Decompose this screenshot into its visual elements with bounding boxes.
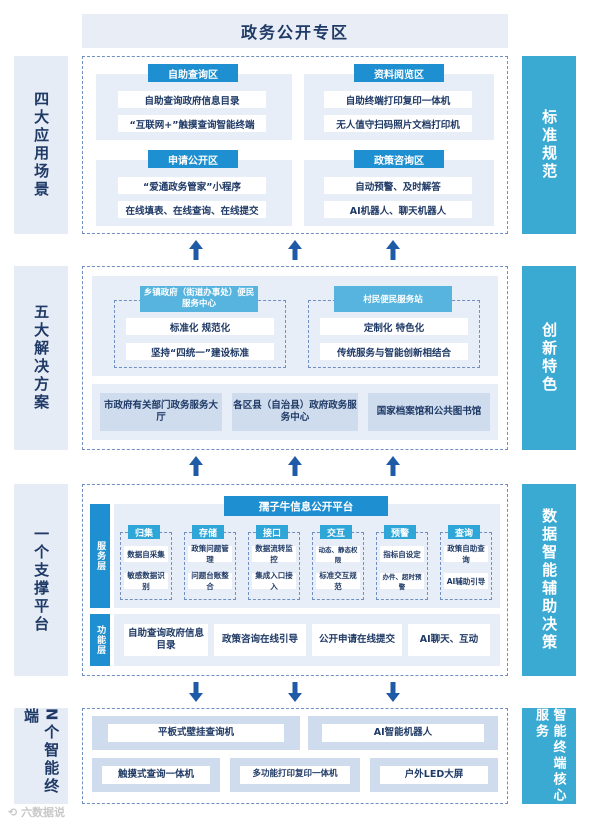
arrow-down-icon <box>288 682 302 702</box>
arrow-down-icon <box>386 682 400 702</box>
scene-item: AI机器人、聊天机器人 <box>324 201 472 218</box>
function-item: 自助查询政府信息目录 <box>124 624 208 656</box>
module-head: 预警 <box>384 525 416 539</box>
center-item: 坚持“四统一”建设标准 <box>126 343 274 360</box>
scene-item: “爱通政务管家”小程序 <box>118 177 266 194</box>
scene-card-head: 自助查询区 <box>148 64 238 82</box>
terminals-left-label: N个智能终端 <box>14 708 68 804</box>
module-item: 政策问题管理 <box>188 544 232 564</box>
scene-card-head: 政策咨询区 <box>354 150 444 168</box>
arrow-up-icon <box>288 240 302 260</box>
module-head: 接口 <box>256 525 288 539</box>
center-item: 传统服务与智能创新相结合 <box>320 343 468 360</box>
center-card-head: 乡镇政府（街道办事处）便民服务中心 <box>140 286 258 312</box>
solution-bottom-item: 国家档案馆和公共图书馆 <box>368 393 490 431</box>
scene-item: 自助终端打印复印一体机 <box>324 91 472 108</box>
platform-right-label: 数据智能辅助决策 <box>522 484 576 676</box>
module-item: 办件、超时预警 <box>380 573 424 591</box>
service-layer-panel <box>114 504 500 608</box>
scene-item: 无人值守扫码照片文档打印机 <box>324 115 472 132</box>
scene-item: 在线填表、在线查询、在线提交 <box>118 201 266 218</box>
arrow-down-icon <box>189 682 203 702</box>
scenes-right-label: 标准规范 <box>522 56 576 234</box>
module-head: 查询 <box>448 525 480 539</box>
solution-bottom-item: 市政府有关部门政务服务大厅 <box>100 393 222 431</box>
terminal-item: 触摸式查询一体机 <box>102 766 210 784</box>
terminals-right-label: 智能终端核心服务 <box>522 708 576 804</box>
module-item: 指标自设定 <box>380 546 424 562</box>
scene-item: 自动预警、及时解答 <box>324 177 472 194</box>
terminal-item: 平板式壁挂查询机 <box>108 724 284 742</box>
center-item: 标准化 规范化 <box>126 318 274 335</box>
module-head: 存储 <box>192 525 224 539</box>
module-item: 集成入口接入 <box>252 571 296 591</box>
watermark-text: 六数据说 <box>21 806 66 819</box>
solutions-left-label: 五大解决方案 <box>14 266 68 450</box>
module-item: 标准交互规范 <box>316 571 360 591</box>
solution-bottom-item: 各区县（自治县）政府政务服务中心 <box>232 393 358 431</box>
watermark-logo-icon: ⟲ <box>8 806 18 819</box>
module-item: 政策自助查询 <box>444 544 488 564</box>
module-item: 问题台账整合 <box>188 571 232 591</box>
platform-left-label: 一个支撑平台 <box>14 484 68 676</box>
module-head: 归集 <box>128 525 160 539</box>
terminal-item: 多功能打印复印一体机 <box>240 766 350 784</box>
scene-item: “互联网+”触摸查询智能终端 <box>118 115 266 132</box>
arrow-up-icon <box>386 240 400 260</box>
scene-item: 自助查询政府信息目录 <box>118 91 266 108</box>
solutions-right-label: 创新特色 <box>522 266 576 450</box>
module-item: AI辅助引导 <box>444 573 488 589</box>
arrow-up-icon <box>288 456 302 476</box>
function-item: AI聊天、互动 <box>408 624 490 656</box>
scenes-left-label: 四大应用场景 <box>14 56 68 234</box>
module-item: 数据自采集 <box>124 546 168 562</box>
center-card-head: 村民便民服务站 <box>334 286 452 312</box>
module-item: 动态、静态权限 <box>316 546 360 564</box>
page-title: 政务公开专区 <box>82 14 508 48</box>
module-item: 敏感数据识别 <box>124 571 168 591</box>
center-item: 定制化 特色化 <box>320 318 468 335</box>
function-item: 公开申请在线提交 <box>312 624 402 656</box>
function-item: 政策咨询在线引导 <box>214 624 306 656</box>
module-item: 数据流转监控 <box>252 544 296 564</box>
arrow-up-icon <box>189 240 203 260</box>
scene-card-head: 资料阅览区 <box>354 64 444 82</box>
platform-name: 孺子牛信息公开平台 <box>224 496 388 516</box>
scene-card-head: 申请公开区 <box>148 150 238 168</box>
function-layer-label: 功能层 <box>90 614 110 666</box>
service-layer-label: 服务层 <box>90 504 110 608</box>
arrow-up-icon <box>386 456 400 476</box>
module-head: 交互 <box>320 525 352 539</box>
watermark: ⟲ 六数据说 <box>8 804 65 820</box>
arrow-up-icon <box>189 456 203 476</box>
terminal-item: 户外LED大屏 <box>380 766 488 784</box>
terminal-item: AI智能机器人 <box>322 724 484 742</box>
